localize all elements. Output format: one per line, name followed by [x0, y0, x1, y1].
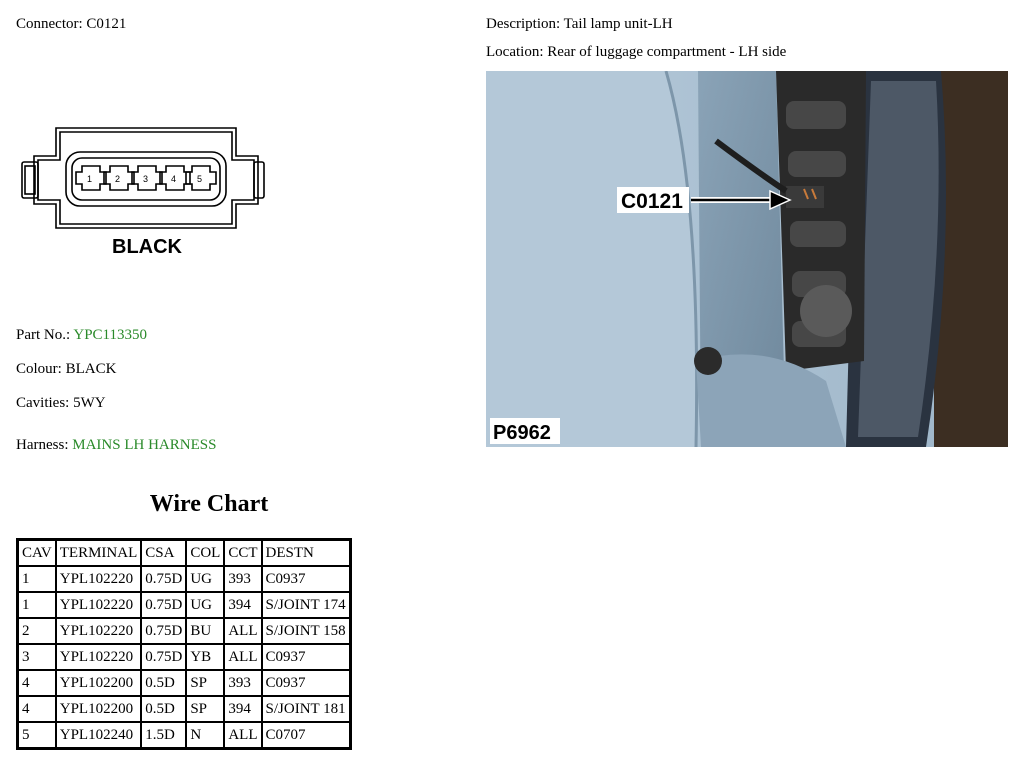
csa-cell: 0.5D [140, 669, 188, 697]
column-header: CCT [223, 538, 263, 567]
column-header: COL [185, 538, 226, 567]
terminal-cell: YPL102220 [54, 591, 143, 619]
cavities-line: Cavities: 5WY [16, 394, 106, 412]
cavities-value: 5WY [73, 395, 106, 411]
cav-cell: 5 [16, 721, 57, 750]
harness-label: Harness: [16, 437, 69, 453]
terminal-cell: YPL102200 [54, 695, 143, 723]
cct-cell: 393 [223, 565, 263, 593]
col-cell: UG [185, 565, 226, 593]
column-header: CSA [140, 538, 188, 567]
connector-label: Connector: [16, 16, 83, 32]
location-line: Location: Rear of luggage compartment - … [486, 43, 786, 61]
destn-cell: S/JOINT 174 [260, 591, 352, 619]
column-header: CAV [16, 538, 57, 567]
destn-cell: S/JOINT 158 [260, 617, 352, 645]
cav-cell: 4 [16, 695, 57, 723]
connector-face-diagram: 1 2 3 4 5 BLACK [21, 127, 265, 258]
csa-cell: 0.5D [140, 695, 188, 723]
destn-cell: C0707 [260, 721, 352, 750]
cav-cell: 4 [16, 669, 57, 697]
colour-value: BLACK [65, 361, 117, 377]
colour-label: Colour: [16, 361, 62, 377]
cct-cell: 394 [223, 695, 263, 723]
terminal-cell: YPL102240 [54, 721, 143, 750]
cav-cell: 2 [16, 617, 57, 645]
cct-cell: ALL [223, 643, 263, 671]
csa-cell: 0.75D [140, 617, 188, 645]
part-no-label: Part No.: [16, 327, 71, 343]
pin-label: 2 [115, 174, 120, 184]
description-label: Description: [486, 16, 561, 32]
csa-cell: 0.75D [140, 565, 188, 593]
csa-cell: 1.5D [140, 721, 188, 750]
harness-link[interactable]: MAINS LH HARNESS [72, 437, 217, 453]
pin-label: 1 [87, 174, 92, 184]
col-cell: SP [185, 669, 226, 697]
terminal-cell: YPL102220 [54, 643, 143, 671]
wire-chart-title: Wire Chart [149, 491, 269, 517]
location-value: Rear of luggage compartment - LH side [547, 44, 787, 60]
destn-cell: C0937 [260, 669, 352, 697]
destn-cell: C0937 [260, 643, 352, 671]
destn-cell: S/JOINT 181 [260, 695, 352, 723]
csa-cell: 0.75D [140, 591, 188, 619]
col-cell: N [185, 721, 226, 750]
connector-color-label: BLACK [112, 236, 183, 258]
col-cell: BU [185, 617, 226, 645]
part-no-link[interactable]: YPC113350 [73, 327, 147, 343]
cavities-label: Cavities: [16, 395, 70, 411]
cct-cell: 394 [223, 591, 263, 619]
cct-cell: 393 [223, 669, 263, 697]
csa-cell: 0.75D [140, 643, 188, 671]
cav-cell: 3 [16, 643, 57, 671]
column-header: TERMINAL [54, 538, 143, 567]
colour-line: Colour: BLACK [16, 360, 116, 378]
location-photo-illustration: C0121 P6962 [486, 71, 1008, 447]
column-header: DESTN [260, 538, 352, 567]
col-cell: YB [185, 643, 226, 671]
description-value: Tail lamp unit-LH [563, 16, 673, 32]
pin-label: 5 [197, 174, 202, 184]
photo-callout-label: C0121 [621, 190, 683, 213]
cav-cell: 1 [16, 565, 57, 593]
cct-cell: ALL [223, 721, 263, 750]
part-no-line: Part No.: YPC113350 [16, 326, 147, 344]
col-cell: SP [185, 695, 226, 723]
destn-cell: C0937 [260, 565, 352, 593]
description-line: Description: Tail lamp unit-LH [486, 15, 673, 33]
cav-cell: 1 [16, 591, 57, 619]
photo-reference-label: P6962 [493, 422, 551, 444]
pin-label: 4 [171, 174, 176, 184]
location-label: Location: [486, 44, 544, 60]
col-cell: UG [185, 591, 226, 619]
cct-cell: ALL [223, 617, 263, 645]
connector-id: C0121 [86, 16, 127, 32]
table-header-row: CAV TERMINAL CSA COL CCT DESTN [16, 538, 352, 567]
location-photo: C0121 P6962 [486, 71, 1008, 447]
terminal-cell: YPL102220 [54, 617, 143, 645]
connector-line: Connector: C0121 [16, 15, 126, 33]
terminal-cell: YPL102220 [54, 565, 143, 593]
pin-label: 3 [143, 174, 148, 184]
harness-line: Harness: MAINS LH HARNESS [16, 436, 216, 454]
terminal-cell: YPL102200 [54, 669, 143, 697]
